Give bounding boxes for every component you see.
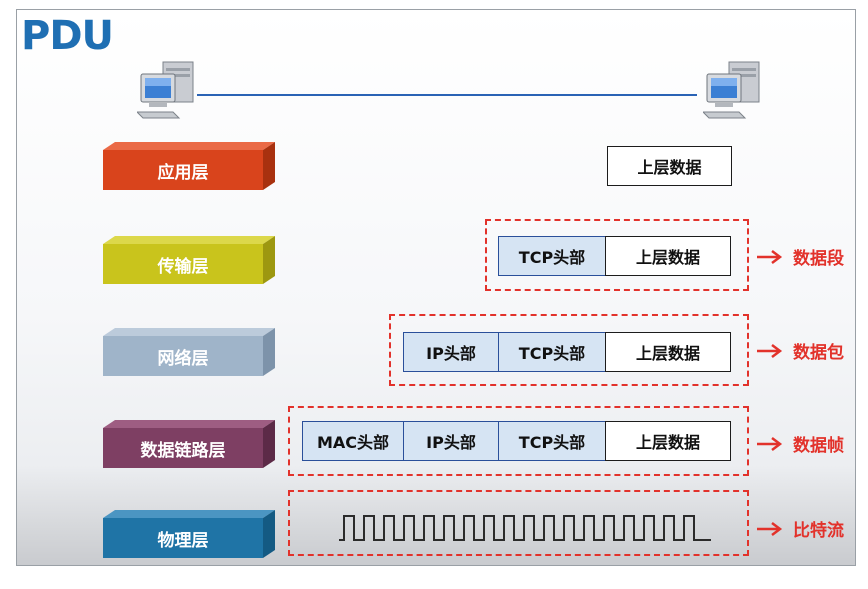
right-arrow-icon [757,436,783,451]
network-tcp-header-cell: TCP头部 [498,332,606,372]
network-link-line [197,94,697,96]
layer-side-face [263,510,275,558]
datalink-mac-header-cell: MAC头部 [302,421,404,461]
pdu-name: 数据帧 [793,436,844,456]
right-arrow-icon [757,343,783,358]
layer-label: 数据链路层 [103,428,263,468]
page-title: PDU [21,13,114,59]
left-computer-icon [137,61,194,119]
physical-dashed-frame [288,490,749,556]
pdu-label-segment: 数据段 [757,244,844,269]
layer-side-face [263,236,275,284]
right-arrow-icon [757,249,783,264]
app-upper-data-cell: 上层数据 [607,146,732,186]
transport-tcp-header-cell: TCP头部 [498,236,606,276]
network-ip-header-cell: IP头部 [403,332,499,372]
layer-label: 网络层 [103,336,263,376]
layer-top-face [103,328,275,336]
layer-top-face [103,236,275,244]
datalink-upper-data-cell: 上层数据 [605,421,731,461]
layer-side-face [263,328,275,376]
layer-side-face [263,420,275,468]
pdu-label-packet: 数据包 [757,338,844,363]
layer-label: 物理层 [103,518,263,558]
pdu-label-frame: 数据帧 [757,431,844,456]
slide: PDU 应用层 传输层 网络层 [16,9,856,566]
layer-top-face [103,142,275,150]
network-dashed-frame [389,314,749,386]
pdu-name: 数据段 [793,249,844,269]
bitstream-waveform [339,515,711,541]
layer-network: 网络层 [103,328,275,376]
layer-application: 应用层 [103,142,275,190]
datalink-dashed-frame [288,406,749,476]
right-computer-icon [703,61,760,119]
layer-top-face [103,510,275,518]
layer-top-face [103,420,275,428]
datalink-ip-header-cell: IP头部 [403,421,499,461]
layer-physical: 物理层 [103,510,275,558]
layer-label: 传输层 [103,244,263,284]
transport-dashed-frame [485,219,749,291]
pdu-label-bitstream: 比特流 [757,516,844,541]
layer-label: 应用层 [103,150,263,190]
right-arrow-icon [757,521,783,536]
layer-side-face [263,142,275,190]
transport-upper-data-cell: 上层数据 [605,236,731,276]
layer-transport: 传输层 [103,236,275,284]
datalink-tcp-header-cell: TCP头部 [498,421,606,461]
pdu-name: 比特流 [793,521,844,541]
network-upper-data-cell: 上层数据 [605,332,731,372]
pdu-name: 数据包 [793,343,844,363]
layer-datalink: 数据链路层 [103,420,275,468]
